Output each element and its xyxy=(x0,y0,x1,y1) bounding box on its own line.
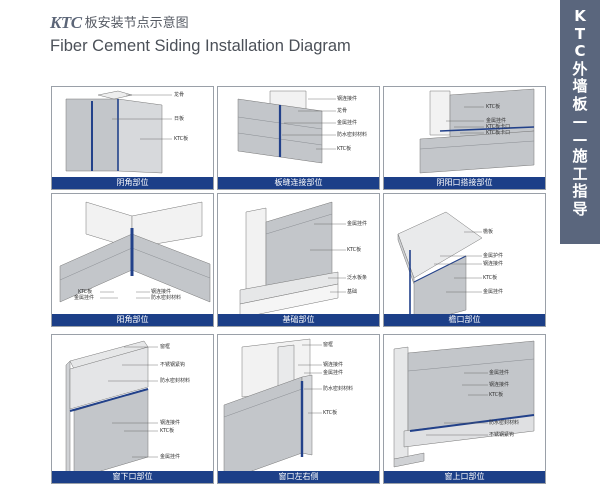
overlap-joint-drawing xyxy=(419,88,535,174)
panel-joint-drawing xyxy=(237,90,336,164)
label-eave-board: 檐板 xyxy=(483,229,494,235)
diagram-caption: 阴角部位 xyxy=(52,177,213,189)
window-jamb-drawing xyxy=(223,338,322,482)
window-head-drawing xyxy=(393,340,535,468)
banner-char: 指 xyxy=(572,182,588,200)
label-metal-hanger: 金属挂件 xyxy=(347,221,368,227)
label-ktc-board: KTC板 xyxy=(486,104,501,110)
label-board-notch: KTC板卡口 xyxy=(486,130,511,136)
label-steel-connector: 钢连接件 xyxy=(323,362,344,368)
label-stainless-hook: 不锈钢紧钩 xyxy=(489,432,515,438)
banner-char: T xyxy=(574,24,586,43)
diagram-caption: 窗上口部位 xyxy=(384,471,545,483)
label-sealant: 防水密封材料 xyxy=(151,295,182,301)
title-row: KTC 板安装节点示意图 xyxy=(50,12,189,32)
label-steel-connector: 钢连接件 xyxy=(489,382,510,388)
label-steel-connector: 钢连接件 xyxy=(337,96,358,102)
diagram-caption: 窗下口部位 xyxy=(52,471,213,483)
banner-char: 外 xyxy=(572,59,588,78)
banner-char: 板 xyxy=(572,94,588,113)
label-flashing-strip: 泛水板条 xyxy=(347,275,368,281)
diagram-caption: 基础部位 xyxy=(218,314,379,326)
label-ktc-board: KTC板 xyxy=(160,428,175,434)
diagram-panel-joint: 钢连接件 龙骨 金属挂件 防水密封材料 KTC板 板缝连接部位 xyxy=(217,86,380,190)
label-metal-hanger: 金属挂件 xyxy=(489,370,510,376)
banner-char: 墙 xyxy=(572,77,588,95)
label-steel-connector: 钢连接件 xyxy=(151,289,172,295)
label-sealant: 防水密封材料 xyxy=(160,378,191,384)
label-steel-connector: 钢连接件 xyxy=(160,420,181,426)
diagram-window-jamb: 窗框 钢连接件 金属挂件 防水密封材料 KTC板 窗口左右侧 xyxy=(217,334,380,484)
label-ktc-board: KTC板 xyxy=(483,275,498,281)
label-ktc-board: KTC板 xyxy=(78,289,93,295)
diagram-window-sill: 窗框 不锈钢紧钩 防水密封材料 钢连接件 KTC板 金属挂件 窗下口部位 xyxy=(51,334,214,484)
label-sealant: 防水密封材料 xyxy=(337,132,368,138)
window-sill-drawing xyxy=(65,340,158,480)
label-ktc-board: KTC板 xyxy=(489,392,504,398)
label-sealant: 防水密封材料 xyxy=(489,420,520,426)
label-window-frame: 窗框 xyxy=(323,342,334,348)
label-ktc-board: KTC板 xyxy=(337,146,352,152)
label-board: 日板 xyxy=(174,116,185,122)
inside-corner-drawing xyxy=(65,90,172,174)
page-title-cn: 板安装节点示意图 xyxy=(84,16,189,31)
label-metal-hanger: 金属挂件 xyxy=(337,120,358,126)
diagram-overlap-joint: KTC板 金属挂件 KTC板卡口 KTC板卡口 阴阳口搭接部位 xyxy=(383,86,546,190)
label-sealant: 防水密封材料 xyxy=(323,386,354,392)
foundation-drawing xyxy=(239,201,346,319)
label-stainless-hook: 不锈钢紧钩 xyxy=(160,362,186,368)
label-metal-hanger: 金属挂件 xyxy=(74,295,95,301)
banner-char: 工 xyxy=(572,164,588,183)
label-ktc-board: KTC板 xyxy=(174,136,189,142)
diagram-caption: 檐口部位 xyxy=(384,314,545,326)
label-ktc-board: KTC板 xyxy=(347,247,362,253)
label-keel: 龙骨 xyxy=(174,92,185,98)
outside-corner-drawing xyxy=(59,201,211,303)
diagram-outside-corner: KTC板 金属挂件 钢连接件 防水密封材料 阳角部位 xyxy=(51,193,214,327)
label-metal-guard: 金属护件 xyxy=(483,253,504,259)
label-foundation: 基础 xyxy=(347,289,358,295)
banner-char: 导 xyxy=(572,199,588,218)
diagram-foundation: 金属挂件 KTC板 泛水板条 基础 基础部位 xyxy=(217,193,380,327)
label-ktc-board: KTC板 xyxy=(323,410,338,416)
header: KTC 板安装节点示意图 Fiber Cement Siding Install… xyxy=(50,12,530,58)
diagram-inside-corner: 龙骨 日板 KTC板 阴角部位 xyxy=(51,86,214,190)
diagram-caption: 窗口左右侧 xyxy=(218,471,379,483)
label-metal-hanger: 金属挂件 xyxy=(483,289,504,295)
banner-char: — xyxy=(572,112,588,130)
label-window-frame: 窗框 xyxy=(160,344,171,350)
banner-char: — xyxy=(572,129,588,148)
side-banner: K T C 外 墙 板 — — 施 工 指 导 xyxy=(560,0,600,244)
label-metal-hanger: 金属挂件 xyxy=(160,454,181,460)
diagram-caption: 阴阳口搭接部位 xyxy=(384,177,545,189)
eave-drawing xyxy=(397,211,483,325)
page-title-en: Fiber Cement Siding Installation Diagram xyxy=(50,37,351,55)
banner-char: C xyxy=(574,42,586,60)
side-banner-text: K T C 外 墙 板 — — 施 工 指 导 xyxy=(560,7,600,218)
diagram-window-head: 金属挂件 钢连接件 KTC板 防水密封材料 不锈钢紧钩 窗上口部位 xyxy=(383,334,546,484)
diagram-caption: 板缝连接部位 xyxy=(218,177,379,189)
label-metal-hanger: 金属挂件 xyxy=(323,370,344,376)
label-metal-hanger: 金属挂件 xyxy=(486,118,507,124)
diagram-eave: 檐板 金属护件 钢连接件 KTC板 金属挂件 檐口部位 xyxy=(383,193,546,327)
label-board-notch: KTC板卡口 xyxy=(486,124,511,130)
banner-char: K xyxy=(574,7,586,25)
label-keel: 龙骨 xyxy=(337,108,348,114)
banner-char: 施 xyxy=(572,147,588,165)
diagram-caption: 阳角部位 xyxy=(52,314,213,326)
label-steel-connector: 钢连接件 xyxy=(483,261,504,267)
brand-logo: KTC xyxy=(50,13,82,32)
